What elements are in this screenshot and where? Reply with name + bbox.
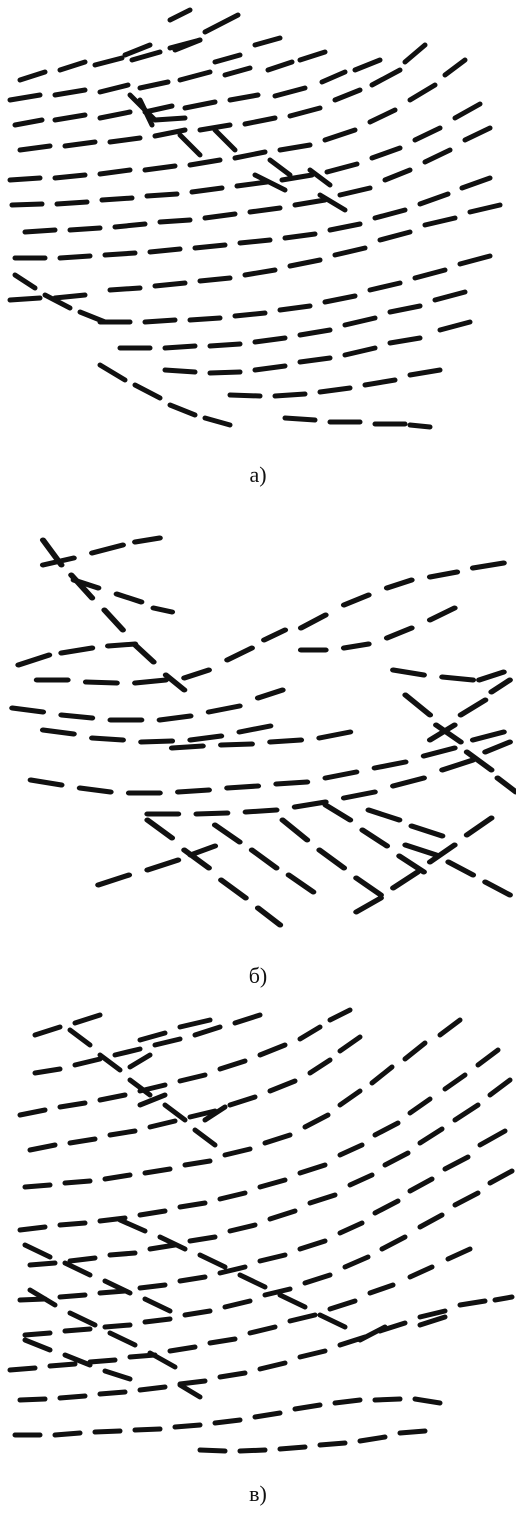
panel-a-dashes bbox=[7, 7, 503, 430]
panel-c-dashes bbox=[7, 1007, 515, 1454]
panel-a-drawing bbox=[7, 7, 503, 430]
panel-b-drawing bbox=[9, 535, 516, 928]
panel-b-caption: б) bbox=[248, 963, 268, 988]
panel-b: б) bbox=[0, 520, 516, 1010]
panel-a-caption: а) bbox=[249, 462, 267, 487]
panel-c: в) bbox=[0, 1005, 516, 1519]
panel-c-caption: в) bbox=[249, 1481, 267, 1506]
panel-b-dashes bbox=[9, 535, 516, 928]
panel-c-drawing bbox=[7, 1007, 515, 1454]
panel-a: а) bbox=[0, 0, 516, 500]
